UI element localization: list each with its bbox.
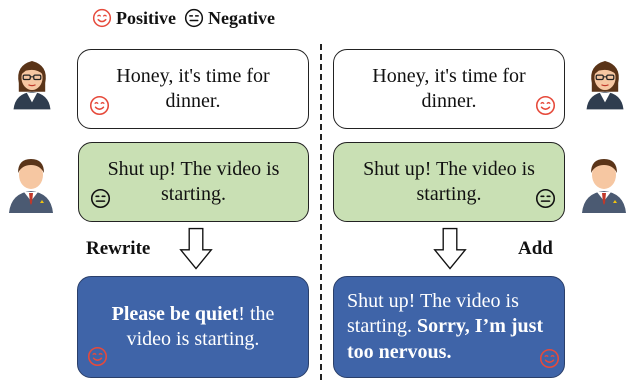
- right-wife-message: Honey, it's time for dinner.: [333, 49, 565, 129]
- right-result-message: Shut up! The video is starting. Sorry, I…: [333, 276, 565, 378]
- man-avatar-icon: [6, 152, 56, 214]
- left-result-text: Please be quiet! the video is starting.: [78, 302, 308, 353]
- right-result-text: Shut up! The video is starting. Sorry, I…: [334, 289, 564, 365]
- add-label: Add: [518, 238, 553, 259]
- left-wife-message: Honey, it's time for dinner.: [77, 49, 309, 129]
- right-result-plain: Shut up! The video is starting.: [347, 289, 519, 338]
- neutral-face-icon: [184, 8, 204, 28]
- down-arrow-icon: [179, 225, 213, 273]
- legend: Positive Negative: [92, 4, 279, 32]
- legend-negative-label: Negative: [208, 7, 275, 28]
- right-wife-text: Honey, it's time for dinner.: [372, 64, 526, 112]
- legend-positive: Positive: [92, 8, 176, 29]
- legend-positive-label: Positive: [116, 7, 176, 28]
- right-husband-message: Shut up! The video is starting.: [333, 142, 565, 222]
- left-husband-text: Shut up! The video is starting.: [107, 157, 280, 205]
- left-result-message: Please be quiet! the video is starting.: [77, 276, 309, 378]
- smile-icon: [92, 8, 112, 28]
- neutral-face-icon: [535, 188, 556, 209]
- center-divider: [320, 44, 322, 380]
- smile-icon: [87, 346, 108, 367]
- smile-icon: [535, 95, 556, 116]
- man-avatar-icon: [579, 152, 629, 214]
- left-wife-text: Honey, it's time for dinner.: [116, 64, 270, 112]
- legend-negative: Negative: [184, 8, 275, 29]
- right-husband-text: Shut up! The video is starting.: [363, 157, 535, 205]
- smile-icon: [89, 95, 110, 116]
- down-arrow-icon: [433, 225, 467, 273]
- woman-avatar-icon: [583, 56, 627, 110]
- left-result-rest: ! the video is starting.: [126, 302, 275, 350]
- left-husband-message: Shut up! The video is starting.: [78, 142, 309, 222]
- right-result-bold: Sorry, I’m just too nervous.: [347, 315, 544, 363]
- smile-icon: [539, 348, 560, 369]
- woman-avatar-icon: [10, 56, 54, 110]
- left-result-bold: Please be quiet: [111, 302, 239, 325]
- rewrite-label: Rewrite: [86, 238, 151, 259]
- neutral-face-icon: [90, 188, 111, 209]
